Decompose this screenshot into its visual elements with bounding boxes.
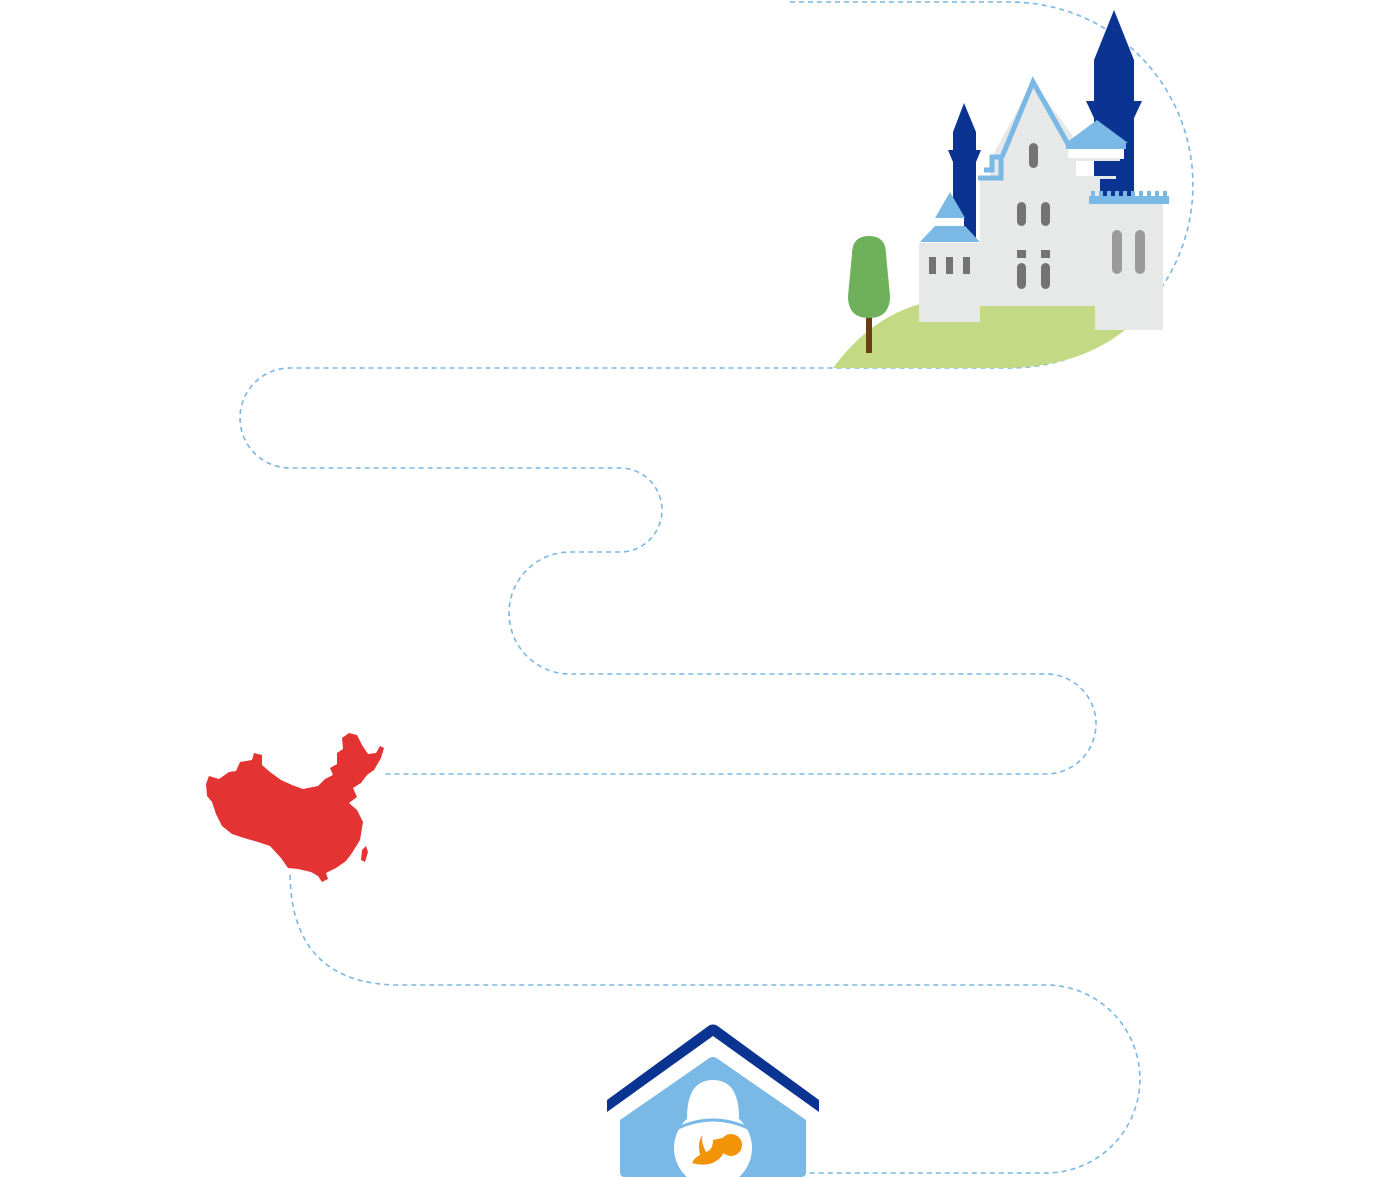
castle-icon [833,10,1169,368]
keep-side-ledge [1066,143,1126,149]
dashed-journey-path [239,1,1194,775]
mother-arm-line [677,1118,749,1130]
tower-right-ledge [1089,196,1169,204]
tower-right-wall [1095,202,1163,330]
tower-left-spire [935,192,965,218]
keep-window-low-left [1017,263,1026,289]
tower-left-window-1 [929,257,936,274]
mother-child-house-icon [607,1024,819,1177]
keep-window-small-right [1041,250,1050,258]
keep-battlement [978,154,1004,181]
tower-left-window-3 [963,257,970,274]
keep-side-line-1 [1068,158,1120,161]
china-map-island [361,846,368,862]
keep-side-wall [1068,149,1124,159]
tree-icon [848,236,890,353]
hill-shape [833,304,1125,368]
keep-window-small-left [1017,250,1026,258]
keep-side-roof [1066,120,1128,143]
tower-left-roof [920,226,980,242]
keep-gable-outline [999,76,1071,158]
keep-window-mid-right [1041,202,1050,226]
tree-crown [848,236,890,318]
keep-window-mid-left [1017,202,1026,226]
child-body [692,1135,725,1165]
keep-window-low-right [1041,263,1050,289]
keep-side-line-2 [1068,176,1116,179]
tower-right-window-right [1135,230,1145,274]
keep-wall [980,82,1100,306]
tower-right-window-left [1112,230,1122,274]
tower-left-window-2 [946,257,953,274]
tree-trunk [866,300,872,353]
keep-window-top [1029,143,1038,168]
tower-left-spire-band [936,218,964,226]
tower-right-crenels [1091,191,1167,197]
china-map-icon [206,733,384,882]
tower-right-dark [1086,10,1142,200]
dashed-journey-path-lower [289,874,1141,1174]
tower-left-wall [919,243,980,322]
child-head [720,1134,742,1156]
